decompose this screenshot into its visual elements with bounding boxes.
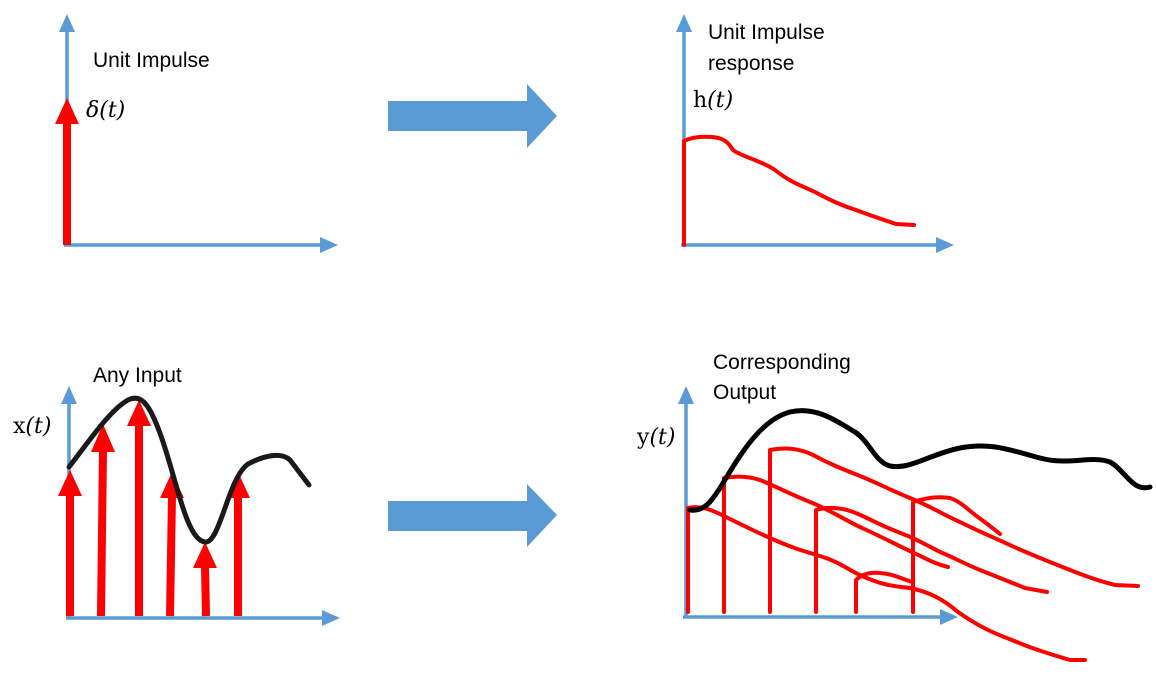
input-sample-arrow — [193, 542, 217, 617]
any-input-x-axis — [66, 610, 340, 626]
corresponding-output-panel: Corresponding Output y(t) — [636, 351, 1153, 662]
any-input-panel: Any Input x(t) — [13, 364, 340, 626]
block-arrow-bottom — [388, 484, 557, 547]
unit-impulse-label: δ(t) — [86, 98, 125, 123]
output-response-curve — [854, 570, 914, 614]
output-title-line2: Output — [713, 381, 776, 404]
input-sample-arrow — [58, 470, 82, 616]
unit-impulse-x-axis — [64, 237, 338, 253]
impulse-response-curve — [682, 134, 916, 247]
unit-impulse-arrow — [55, 98, 79, 245]
any-input-title: Any Input — [93, 364, 182, 387]
any-input-label: x(t) — [13, 414, 51, 439]
block-arrow-top — [388, 84, 557, 148]
impulse-response-title-line2: response — [708, 52, 794, 75]
output-x-axis — [683, 609, 958, 625]
output-response-curve — [814, 505, 1049, 614]
output-signal-curve — [687, 408, 1153, 513]
output-response-curve — [768, 446, 1140, 614]
unit-impulse-panel: Unit Impulse δ(t) — [55, 14, 338, 253]
unit-impulse-title: Unit Impulse — [93, 49, 210, 72]
impulse-response-x-axis — [681, 237, 954, 253]
impulse-response-label: h(t) — [693, 88, 733, 113]
input-sample-arrow — [127, 400, 151, 616]
impulse-response-title-line1: Unit Impulse — [708, 21, 825, 44]
output-response-curve — [686, 505, 1087, 662]
output-title-line1: Corresponding — [713, 351, 851, 374]
output-response-curve — [911, 495, 1002, 614]
input-signal-curve — [66, 395, 312, 545]
impulse-response-panel: Unit Impulse response h(t) — [676, 14, 954, 253]
input-sample-arrow — [91, 424, 115, 617]
output-label: y(t) — [636, 425, 675, 450]
